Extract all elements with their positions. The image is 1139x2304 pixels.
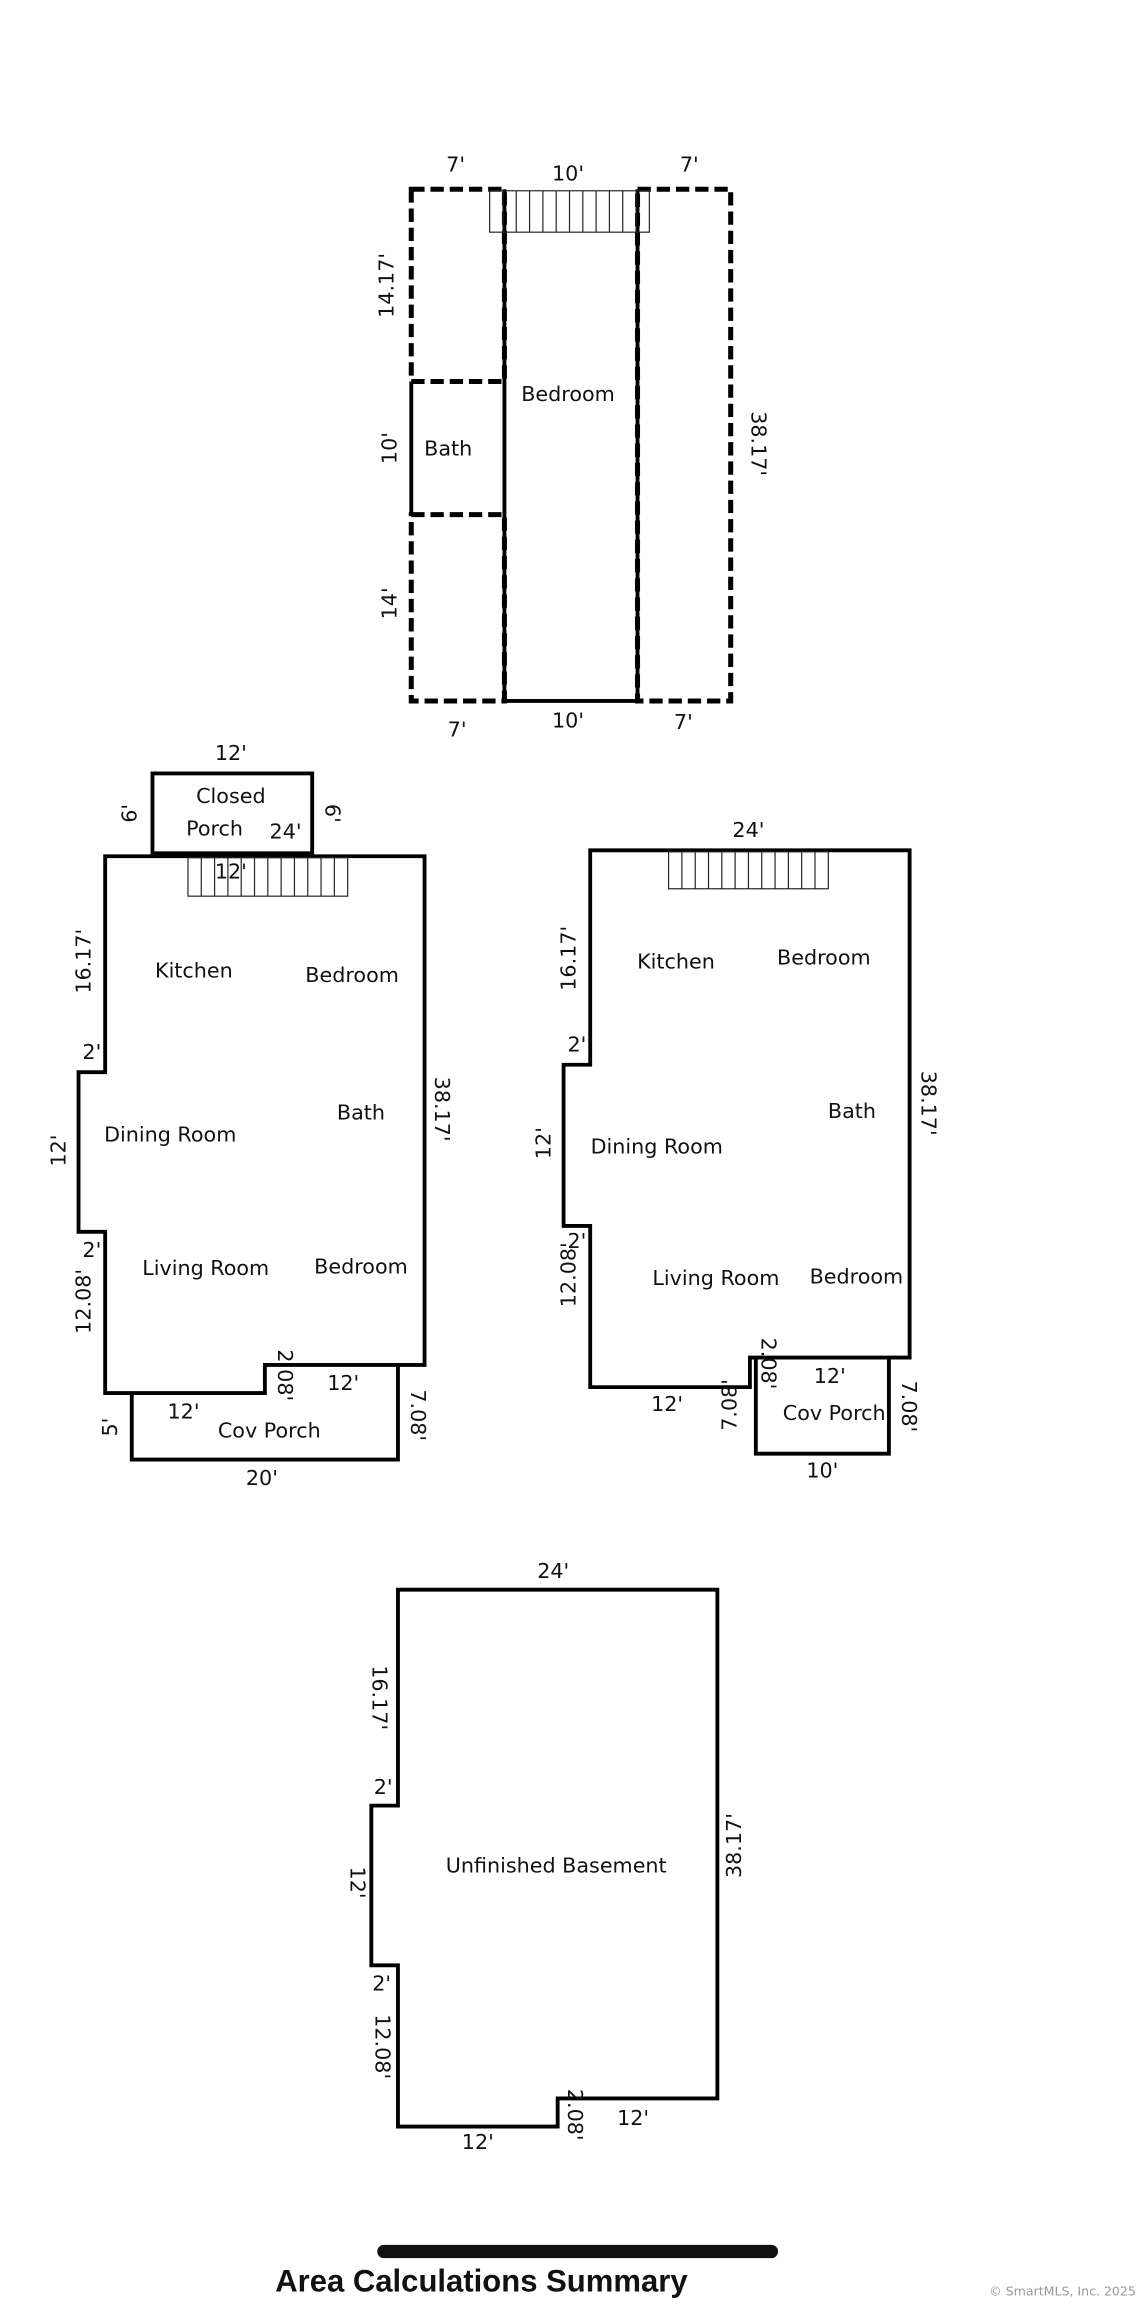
room-label: Bath [828,1099,876,1123]
cov-porch-outline [129,1364,400,1462]
dimension-label: 7.08' [897,1380,921,1432]
room-label: Bedroom [305,963,399,987]
dimension-label: 24' [732,818,764,842]
room-label: Closed [196,784,266,808]
basement-plan: 24' 16.17' 2' 12' Unfinished Basement 38… [346,1559,747,2154]
dimension-label: 7' [446,153,465,177]
room-label: Unfinished Basement [446,1853,667,1877]
upper-left-top-area [408,186,507,385]
room-label: Bedroom [314,1254,408,1278]
dimension-label: 12.08' [71,1269,95,1334]
dimension-label: 7' [448,718,467,742]
dimension-label: 10' [378,432,402,464]
room-label: Bath [424,437,472,461]
room-label: Cov Porch [218,1418,321,1442]
cov-porch-outline [753,1357,891,1456]
dimension-label: 12' [651,1392,683,1416]
room-label: Bath [337,1101,385,1125]
dimension-label: 5' [98,1418,122,1437]
room-label: Bedroom [810,1265,904,1289]
dimension-label: 7.08' [406,1389,430,1441]
room-label: Living Room [142,1256,269,1280]
dimension-label: 2' [82,1040,101,1064]
room-label: Dining Room [591,1135,723,1159]
dimension-label: 12' [215,741,247,765]
dimension-label: 2' [567,1229,586,1253]
dimension-label: 10' [552,709,584,733]
dimension-label: 38.17' [722,1813,746,1878]
dimension-label: 12' [327,1371,359,1395]
upper-floor-plan: 7' 10' 7' 14.17' Bedroom Bath 10' 38.17'… [375,153,771,742]
dimension-label: 12' [617,2106,649,2130]
room-label: Living Room [652,1266,779,1290]
upper-bedroom-wall [502,189,640,703]
first-left-stairs [187,857,349,897]
first-floor-right-plan: 24' 16.17' Kitchen Bedroom 2' 12' Dining… [531,818,940,1482]
dimension-label: 7.08' [718,1379,742,1431]
dimension-label: 12' [531,1127,555,1159]
room-label: Bedroom [777,945,871,969]
dimension-label: 2.08' [273,1349,297,1401]
dimension-label: 38.17' [916,1071,940,1136]
room-label: Bedroom [521,382,615,406]
dimension-label: 7' [680,153,699,177]
first-right-stairs [667,851,829,890]
dimension-label: 6' [320,804,344,823]
dimension-label: 24' [537,1559,569,1583]
upper-stairs [489,190,650,233]
first-floor-left-outline [76,854,427,1395]
first-floor-right-outline [561,848,912,1390]
room-label: Kitchen [155,959,233,983]
dimension-label: 2' [567,1033,586,1057]
dimension-label: 12' [814,1364,846,1388]
dimension-label: 12' [215,860,247,884]
upper-left-bottom-area [408,512,507,704]
dimension-label: 16.17' [368,1665,392,1730]
room-label: Kitchen [637,950,715,974]
redaction-bar [377,2244,779,2259]
dimension-label: 10' [552,162,584,186]
upper-right-area [635,186,734,704]
dimension-label: 12.08' [557,1242,581,1307]
first-floor-left-plan: 12' Closed Porch 24' 12' 6' 6' 16.17' Ki… [46,741,454,1490]
room-label: Porch [186,817,243,841]
dimension-label: 10' [806,1458,838,1482]
dimension-label: 38.17' [746,411,770,476]
dimension-label: 2.08' [757,1338,781,1390]
dimension-label: 2' [82,1238,101,1262]
dimension-label: 24' [270,820,302,844]
copyright-notice: © SmartMLS, Inc. 2025 [989,2284,1136,2299]
dimension-label: 14.17' [375,253,399,318]
room-label: Cov Porch [783,1401,886,1425]
dimension-label: 2.08' [563,2089,587,2141]
dimension-label: 16.17' [557,926,581,991]
dimension-label: 12' [462,2130,494,2154]
dimension-label: 14' [378,587,402,619]
dimension-label: 6' [117,804,141,823]
dimension-label: 12' [346,1867,370,1899]
room-label: Dining Room [104,1123,236,1147]
area-summary-title: Area Calculations Summary [275,2263,688,2298]
dimension-label: 16.17' [71,929,95,994]
dimension-label: 2' [372,1972,391,1996]
dimension-label: 38.17' [430,1077,454,1142]
dimension-label: 12' [168,1399,200,1423]
dimension-label: 12' [46,1135,70,1167]
closed-porch-outline [150,771,315,856]
basement-outline [369,1587,720,2129]
dimension-label: 12.08' [371,2014,395,2079]
dimension-label: 20' [246,1466,278,1490]
dimension-label: 2' [374,1775,393,1799]
dimension-label: 7' [674,710,693,734]
